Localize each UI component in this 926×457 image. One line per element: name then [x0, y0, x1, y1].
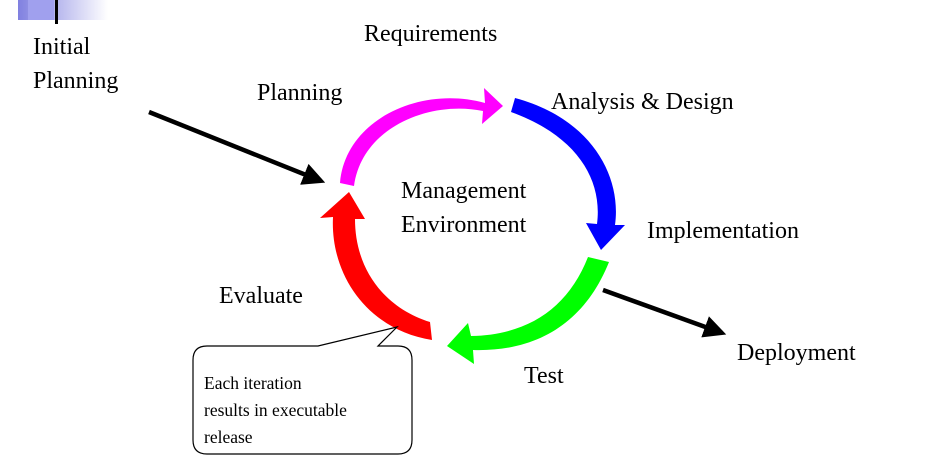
- center-label-line2: Environment: [401, 212, 527, 238]
- implementation-label: Implementation: [647, 218, 799, 244]
- center-label-line1: Management: [401, 178, 527, 204]
- planning-arc: [340, 88, 503, 186]
- initial-planning-label-line2: Planning: [33, 68, 118, 94]
- test-label: Test: [524, 363, 564, 389]
- deployment-arrow: [602, 287, 727, 338]
- initial-planning-label-line1: Initial: [33, 34, 91, 60]
- evaluate-arc: [320, 192, 432, 340]
- callout-text-line3: release: [204, 427, 253, 447]
- callout-text-line1: Each iteration: [204, 373, 302, 393]
- analysis-design-arc: [511, 98, 625, 250]
- evaluate-label: Evaluate: [219, 283, 303, 309]
- initial-planning-arrow: [148, 109, 326, 185]
- test-arc: [447, 257, 609, 364]
- deployment-label: Deployment: [737, 340, 856, 366]
- slide-corner-accent: [18, 0, 108, 24]
- callout-text-line2: results in executable: [204, 400, 347, 420]
- requirements-label: Requirements: [364, 21, 497, 47]
- callout-bubble: [192, 325, 413, 455]
- planning-label: Planning: [257, 80, 342, 106]
- analysis-design-label: Analysis & Design: [551, 89, 734, 115]
